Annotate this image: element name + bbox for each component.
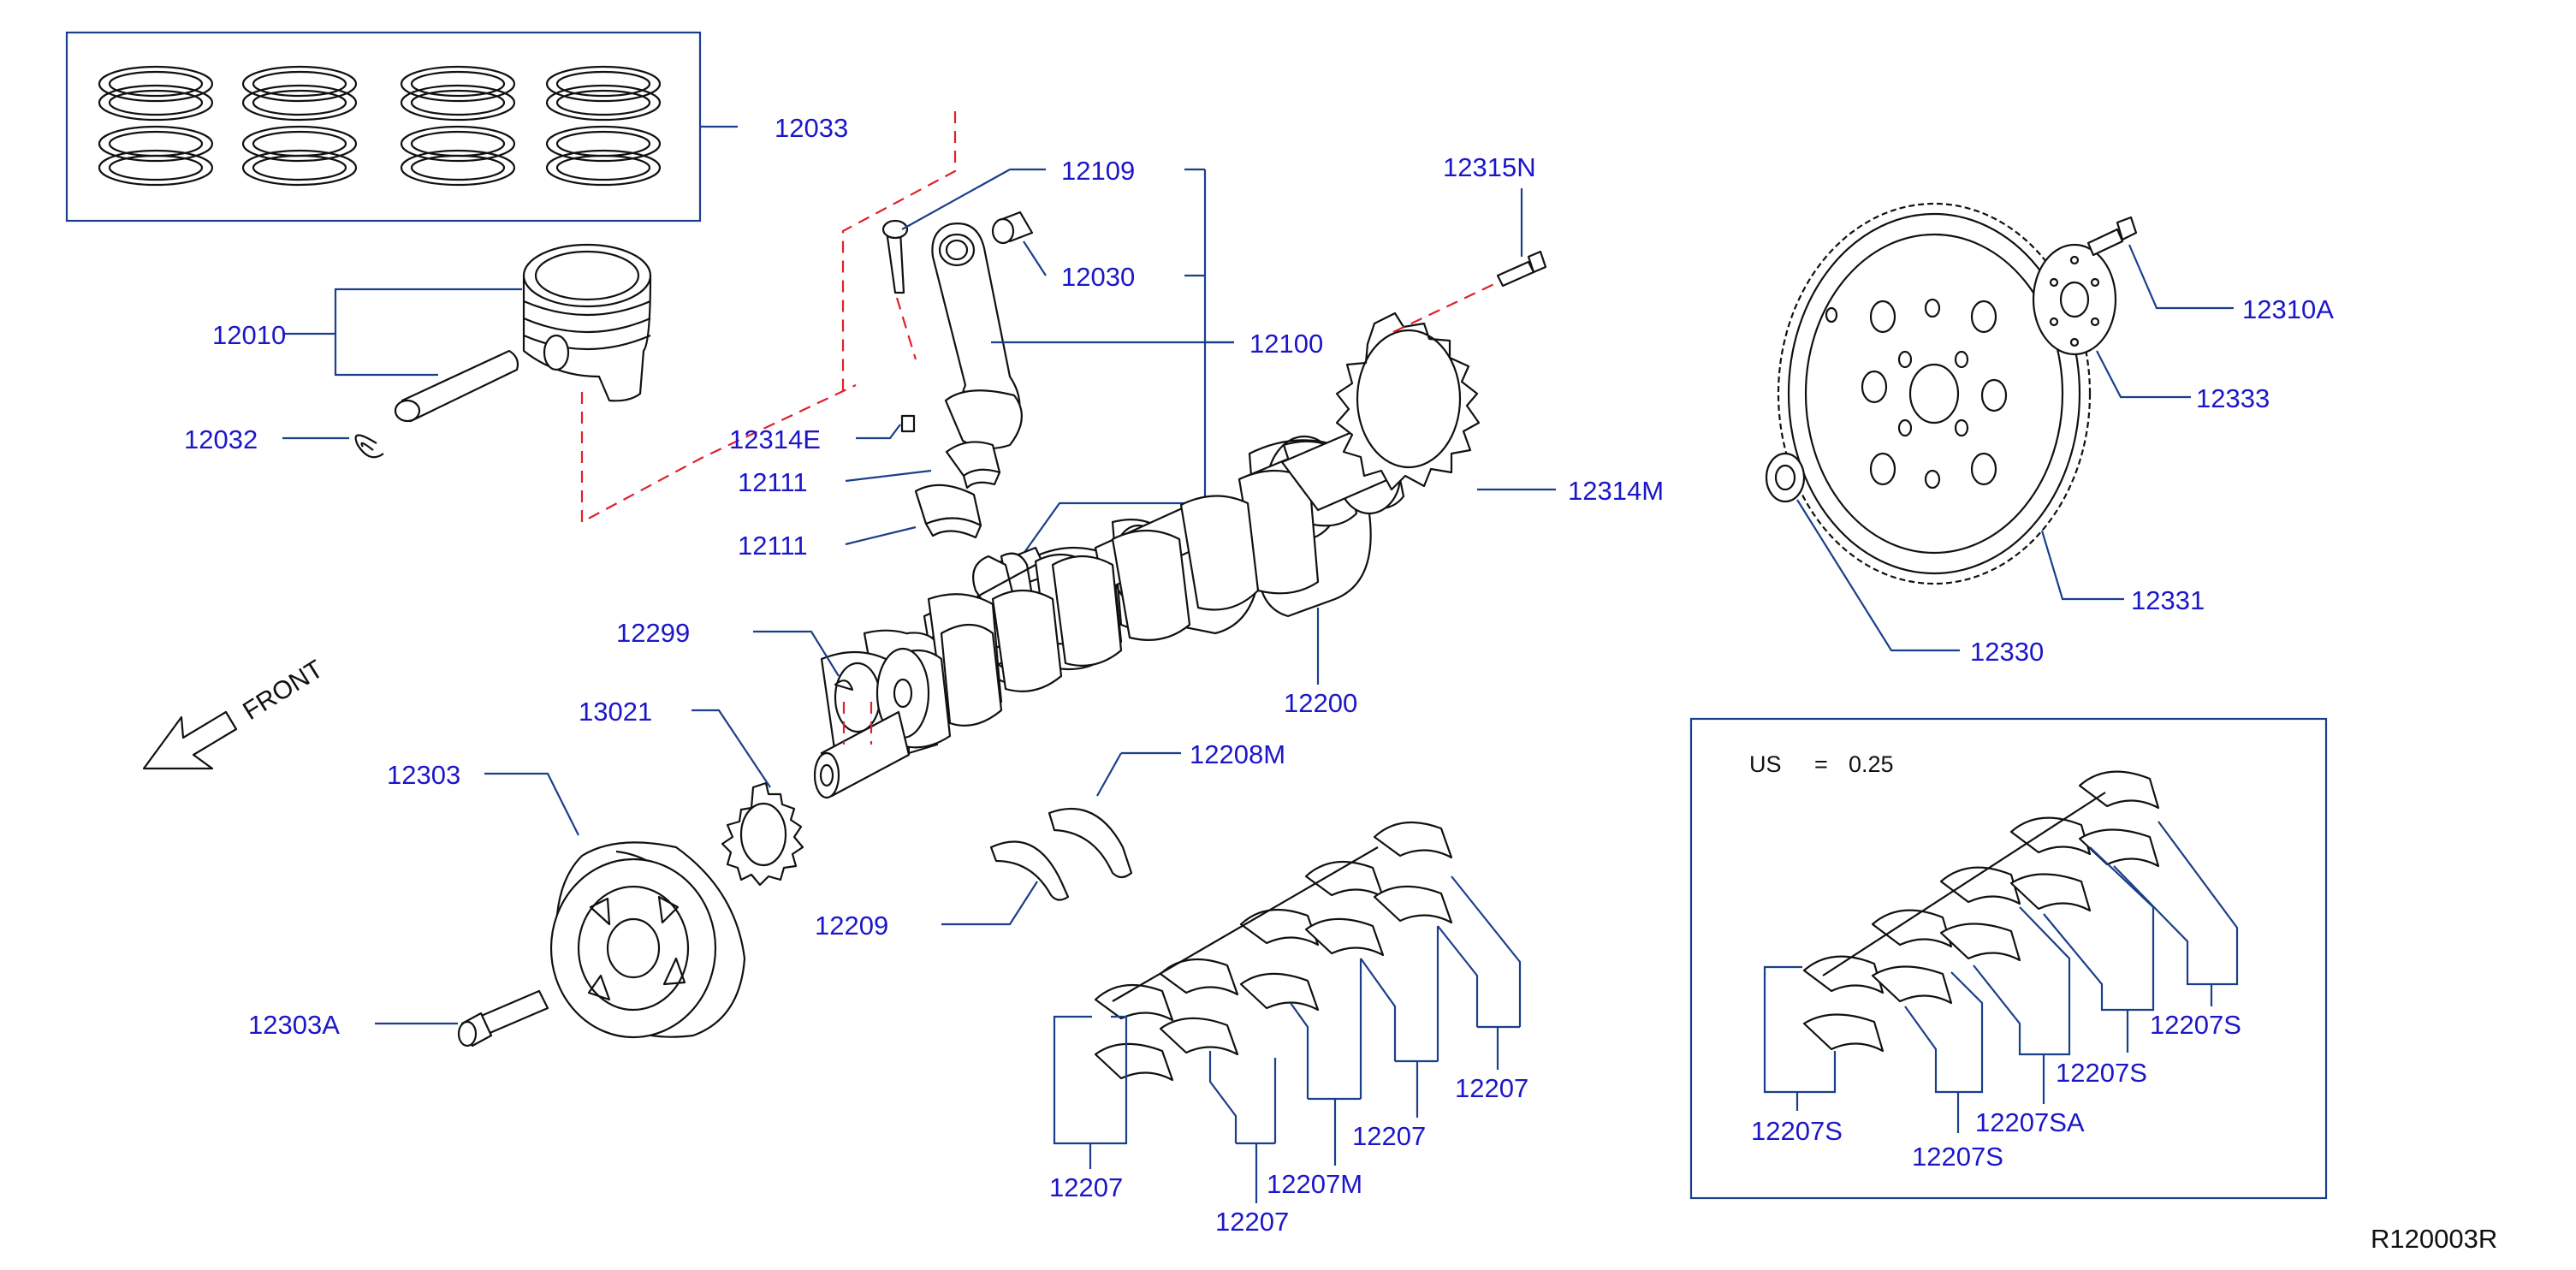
front-arrow-icon (142, 710, 238, 770)
label-12310A: 12310A (2242, 294, 2334, 324)
label-12111-b: 12111 (738, 531, 808, 561)
flywheel-bolt (2086, 216, 2138, 257)
piston (522, 243, 652, 402)
label-12207-a: 12207 (1049, 1172, 1123, 1202)
thrust-washer-12209 (989, 840, 1070, 901)
label-12207-d: 12207 (1455, 1073, 1528, 1103)
label-12207S-d: 12207S (2150, 1010, 2241, 1040)
label-12207S-b: 12207S (1912, 1142, 2003, 1172)
label-12109: 12109 (1061, 156, 1135, 186)
label-12209: 12209 (815, 911, 888, 941)
piston-pin (394, 349, 519, 423)
label-12207S-c: 12207S (2056, 1058, 2147, 1088)
undersize-bearings (1802, 770, 2160, 1053)
rod-bearing-lower (914, 484, 982, 539)
flywheel (1777, 202, 2092, 585)
plate-bolt (1496, 250, 1547, 288)
rod-bearing-upper (945, 441, 1001, 490)
label-12032: 12032 (184, 424, 258, 454)
piston-ring-set (65, 31, 702, 223)
undersize-us: US (1749, 751, 1782, 777)
label-12330: 12330 (1970, 637, 2044, 667)
undersize-equals: = (1814, 751, 1828, 777)
snap-ring (354, 434, 384, 459)
label-12111-a: 12111 (738, 467, 808, 497)
reinforcement-plate (2032, 243, 2117, 356)
signal-plate (1335, 312, 1481, 491)
woodruff-key (834, 680, 854, 691)
label-12208M: 12208M (1190, 739, 1285, 769)
crankshaft (813, 424, 1405, 799)
label-12200: 12200 (1284, 688, 1357, 718)
crank-pulley (549, 841, 746, 1039)
crank-sprocket (721, 781, 804, 887)
pulley-bolt (457, 989, 549, 1047)
label-12303: 12303 (387, 760, 460, 790)
front-label: FRONT (238, 655, 328, 726)
label-12314E: 12314E (729, 424, 821, 454)
label-12207M: 12207M (1267, 1169, 1362, 1199)
rod-bolt (881, 219, 909, 294)
thrust-washer-12208M (1048, 807, 1133, 879)
label-12315N: 12315N (1443, 152, 1536, 182)
label-12030: 12030 (1061, 262, 1135, 292)
label-12331: 12331 (2131, 585, 2205, 615)
connecting-rod (931, 223, 1023, 450)
label-12100: 12100 (1249, 329, 1323, 359)
dowel (900, 414, 916, 433)
label-12207-c: 12207 (1352, 1121, 1426, 1151)
pilot-bushing (1765, 452, 1806, 503)
pin-bushing (991, 211, 1034, 245)
undersize-box (1689, 717, 2328, 1200)
label-12033: 12033 (775, 113, 848, 143)
label-12303A: 12303A (248, 1010, 340, 1040)
label-13021: 13021 (579, 697, 652, 727)
main-bearings (1094, 821, 1453, 1082)
label-12333: 12333 (2196, 383, 2270, 413)
undersize-value: 0.25 (1849, 751, 1894, 777)
label-12314M: 12314M (1568, 476, 1664, 506)
drawing-reference: R120003R (2371, 1224, 2497, 1254)
label-12299: 12299 (616, 618, 690, 648)
label-12207SA: 12207SA (1975, 1107, 2085, 1137)
label-12207-b: 12207 (1215, 1207, 1289, 1237)
label-12207S-a: 12207S (1751, 1116, 1843, 1146)
label-12010: 12010 (212, 320, 286, 350)
